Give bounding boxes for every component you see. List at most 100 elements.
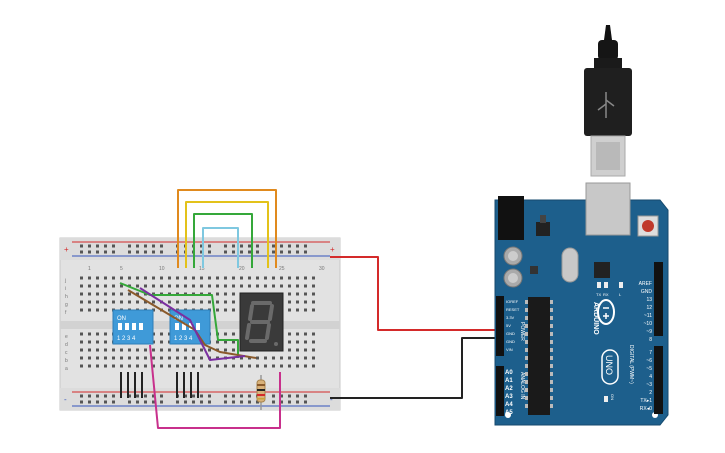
breadboard-hole[interactable] bbox=[312, 300, 315, 304]
breadboard-hole[interactable] bbox=[296, 356, 299, 360]
rail-hole[interactable] bbox=[192, 400, 195, 404]
rail-hole[interactable] bbox=[240, 394, 243, 398]
breadboard-hole[interactable] bbox=[304, 332, 307, 336]
rail-hole[interactable] bbox=[152, 244, 155, 248]
breadboard-hole[interactable] bbox=[224, 300, 227, 304]
rail-hole[interactable] bbox=[256, 250, 259, 254]
rail-hole[interactable] bbox=[232, 400, 235, 404]
rail-hole[interactable] bbox=[288, 394, 291, 398]
breadboard-hole[interactable] bbox=[192, 356, 195, 360]
rail-hole[interactable] bbox=[96, 250, 99, 254]
rail-hole[interactable] bbox=[200, 394, 203, 398]
breadboard-hole[interactable] bbox=[80, 332, 83, 336]
rail-hole[interactable] bbox=[152, 400, 155, 404]
breadboard-hole[interactable] bbox=[176, 276, 179, 280]
analog-header[interactable] bbox=[496, 366, 504, 416]
breadboard-hole[interactable] bbox=[208, 348, 211, 352]
breadboard-hole[interactable] bbox=[224, 364, 227, 368]
breadboard-hole[interactable] bbox=[240, 356, 243, 360]
rail-hole[interactable] bbox=[144, 400, 147, 404]
breadboard-hole[interactable] bbox=[128, 292, 131, 296]
breadboard-hole[interactable] bbox=[312, 332, 315, 336]
rail-hole[interactable] bbox=[256, 400, 259, 404]
breadboard-hole[interactable] bbox=[216, 284, 219, 288]
rail-hole[interactable] bbox=[144, 250, 147, 254]
breadboard-hole[interactable] bbox=[192, 300, 195, 304]
resistor[interactable] bbox=[256, 375, 266, 410]
breadboard-hole[interactable] bbox=[80, 292, 83, 296]
breadboard-hole[interactable] bbox=[152, 364, 155, 368]
breadboard-hole[interactable] bbox=[232, 340, 235, 344]
breadboard-hole[interactable] bbox=[312, 348, 315, 352]
breadboard-hole[interactable] bbox=[104, 308, 107, 312]
breadboard-hole[interactable] bbox=[96, 348, 99, 352]
rail-hole[interactable] bbox=[208, 244, 211, 248]
rail-hole[interactable] bbox=[280, 400, 283, 404]
rail-hole[interactable] bbox=[88, 394, 91, 398]
rail-hole[interactable] bbox=[288, 250, 291, 254]
breadboard-hole[interactable] bbox=[240, 284, 243, 288]
breadboard-hole[interactable] bbox=[80, 364, 83, 368]
rail-hole[interactable] bbox=[280, 394, 283, 398]
breadboard-hole[interactable] bbox=[272, 356, 275, 360]
breadboard-hole[interactable] bbox=[232, 348, 235, 352]
breadboard-hole[interactable] bbox=[232, 300, 235, 304]
breadboard-hole[interactable] bbox=[288, 308, 291, 312]
breadboard-hole[interactable] bbox=[104, 348, 107, 352]
rail-hole[interactable] bbox=[224, 250, 227, 254]
breadboard-hole[interactable] bbox=[304, 300, 307, 304]
breadboard-hole[interactable] bbox=[176, 356, 179, 360]
breadboard-hole[interactable] bbox=[120, 276, 123, 280]
breadboard-hole[interactable] bbox=[272, 284, 275, 288]
rail-hole[interactable] bbox=[240, 400, 243, 404]
breadboard-hole[interactable] bbox=[216, 300, 219, 304]
breadboard-hole[interactable] bbox=[288, 276, 291, 280]
rail-hole[interactable] bbox=[288, 400, 291, 404]
breadboard-hole[interactable] bbox=[112, 356, 115, 360]
breadboard-hole[interactable] bbox=[288, 356, 291, 360]
rail-hole[interactable] bbox=[280, 244, 283, 248]
breadboard-hole[interactable] bbox=[280, 356, 283, 360]
breadboard-hole[interactable] bbox=[280, 364, 283, 368]
breadboard-hole[interactable] bbox=[152, 356, 155, 360]
rail-hole[interactable] bbox=[104, 400, 107, 404]
rail-hole[interactable] bbox=[136, 250, 139, 254]
breadboard-hole[interactable] bbox=[184, 276, 187, 280]
breadboard-hole[interactable] bbox=[176, 348, 179, 352]
breadboard-hole[interactable] bbox=[112, 300, 115, 304]
breadboard-hole[interactable] bbox=[304, 356, 307, 360]
rail-hole[interactable] bbox=[160, 244, 163, 248]
breadboard-hole[interactable] bbox=[304, 292, 307, 296]
rail-hole[interactable] bbox=[240, 250, 243, 254]
breadboard-hole[interactable] bbox=[128, 348, 131, 352]
breadboard-hole[interactable] bbox=[120, 300, 123, 304]
breadboard-hole[interactable] bbox=[144, 284, 147, 288]
breadboard-hole[interactable] bbox=[216, 364, 219, 368]
breadboard-hole[interactable] bbox=[96, 364, 99, 368]
breadboard-hole[interactable] bbox=[296, 292, 299, 296]
breadboard-hole[interactable] bbox=[248, 276, 251, 280]
breadboard-hole[interactable] bbox=[88, 348, 91, 352]
breadboard-hole[interactable] bbox=[312, 284, 315, 288]
rail-hole[interactable] bbox=[296, 244, 299, 248]
breadboard-hole[interactable] bbox=[280, 284, 283, 288]
breadboard-hole[interactable] bbox=[176, 284, 179, 288]
rail-hole[interactable] bbox=[112, 394, 115, 398]
breadboard-hole[interactable] bbox=[120, 348, 123, 352]
breadboard-hole[interactable] bbox=[80, 276, 83, 280]
breadboard-hole[interactable] bbox=[248, 364, 251, 368]
breadboard-hole[interactable] bbox=[256, 276, 259, 280]
rail-hole[interactable] bbox=[80, 394, 83, 398]
breadboard-hole[interactable] bbox=[264, 364, 267, 368]
rail-hole[interactable] bbox=[96, 394, 99, 398]
breadboard-hole[interactable] bbox=[312, 292, 315, 296]
breadboard-hole[interactable] bbox=[96, 292, 99, 296]
rail-hole[interactable] bbox=[176, 400, 179, 404]
breadboard-hole[interactable] bbox=[152, 284, 155, 288]
breadboard-hole[interactable] bbox=[232, 308, 235, 312]
rail-hole[interactable] bbox=[80, 250, 83, 254]
breadboard-hole[interactable] bbox=[80, 300, 83, 304]
breadboard-hole[interactable] bbox=[104, 332, 107, 336]
rail-hole[interactable] bbox=[112, 250, 115, 254]
rail-hole[interactable] bbox=[184, 394, 187, 398]
